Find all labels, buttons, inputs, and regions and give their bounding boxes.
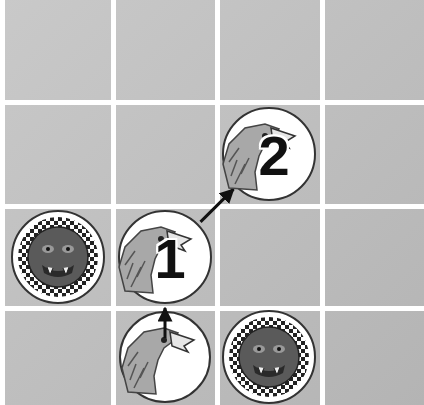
- unit-counter: 2: [221, 106, 317, 202]
- eagle-emblem: [119, 227, 191, 293]
- counter-number: 2: [248, 124, 289, 184]
- move-arrow: [201, 189, 234, 222]
- enemy-counter: [12, 211, 104, 303]
- unit-counter: 1: [117, 209, 213, 305]
- eagle-emblem: [223, 124, 295, 190]
- enemy-counter: [223, 311, 315, 403]
- move-arrow: [164, 308, 167, 338]
- counter-number: 1: [144, 227, 185, 287]
